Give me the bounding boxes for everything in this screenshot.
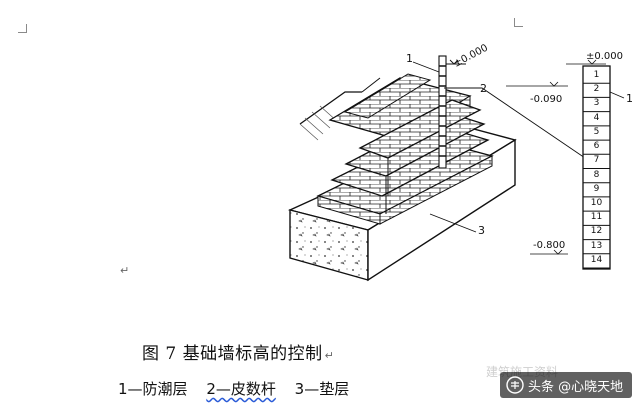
rod-course-label: 10 [590, 197, 603, 208]
elevation-bottom: -0.800 [533, 240, 566, 251]
rod-course-label: 12 [590, 226, 603, 237]
ground-hatching [299, 77, 381, 141]
figure-caption: 图 7 基础墙标高的控制↵ [142, 339, 335, 364]
figure-legend: 1—防潮层 2—皮数杆 3—垫层 [118, 378, 363, 399]
stepped-wall [316, 99, 494, 225]
callout-1-left: 1 [406, 52, 413, 65]
legend-item-cushion: 3—垫层 [294, 380, 350, 398]
rod-course-label: 14 [590, 254, 603, 265]
rod-course-label: 1 [593, 70, 600, 80]
rod-course-label: 2 [593, 84, 600, 95]
right-story-pole [582, 65, 611, 270]
elevation-damp-course: -0.090 [530, 94, 563, 105]
legend-item-damp-course: 1—防潮层 [118, 380, 188, 398]
elevation-top-right: ±0.000 [586, 51, 624, 62]
leader-lines [429, 59, 625, 255]
paragraph-mark: ↵ [120, 264, 130, 277]
rod-course-label: 13 [590, 240, 603, 251]
paragraph-mark: ↵ [324, 349, 335, 362]
callout-1-right: 1 [626, 92, 633, 105]
left-story-pole [412, 55, 466, 169]
rod-course-label: 4 [593, 112, 600, 123]
author-watermark: 头条 @心晓天地 [500, 372, 632, 398]
callout-3: 3 [478, 224, 485, 237]
callout-2: 2 [480, 82, 487, 95]
legend-item-story-pole: 2—皮数杆 [206, 380, 276, 398]
rod-course-label: 3 [593, 98, 600, 109]
rod-course-label: 11 [590, 212, 603, 223]
crop-mark-top-right [514, 18, 523, 27]
rod-course-label: 8 [593, 169, 600, 180]
rod-course-label: 7 [593, 155, 600, 166]
crop-mark-top-left [18, 24, 27, 33]
rod-course-label: 9 [593, 183, 600, 194]
rod-course-label: 5 [593, 126, 600, 137]
rod-course-label: 6 [593, 141, 600, 152]
caption-text: 图 7 基础墙标高的控制 [142, 344, 323, 364]
toutiao-logo-icon [506, 376, 524, 394]
